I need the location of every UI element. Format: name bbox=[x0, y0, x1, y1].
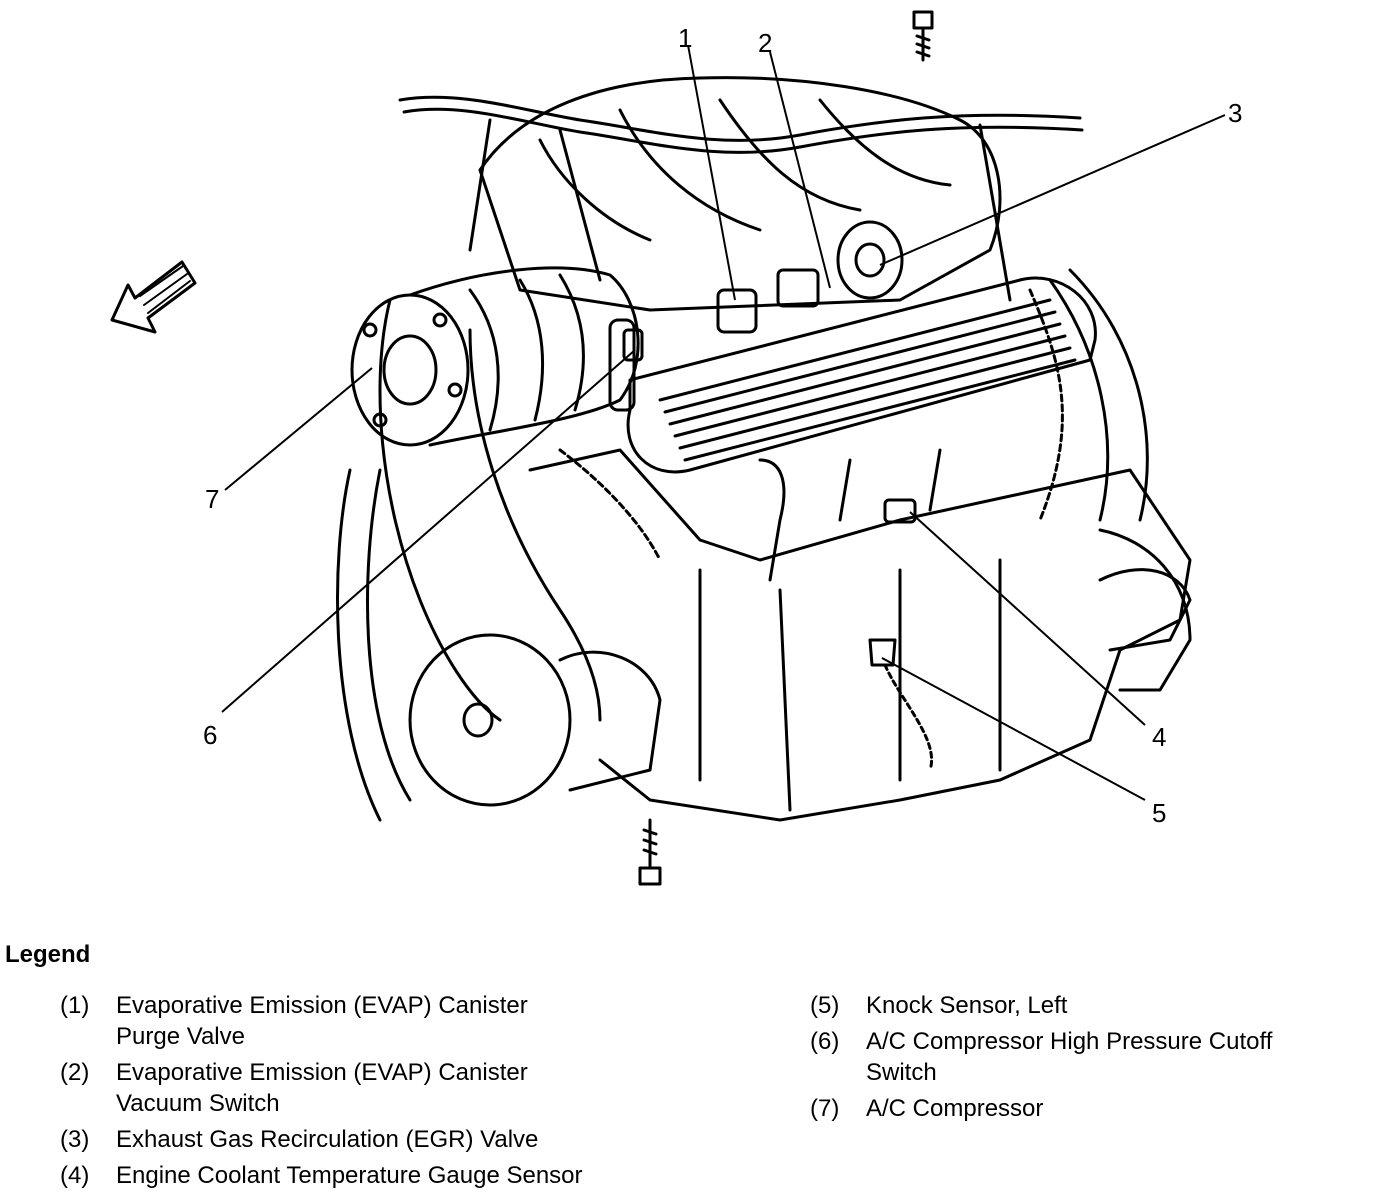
legend-item-number: (4) bbox=[60, 1162, 90, 1189]
callout-3: 3 bbox=[1228, 98, 1243, 128]
legend-item-text: A/C Compressor High Pressure Cutoff Swit… bbox=[866, 1028, 1273, 1086]
front-direction-arrow-icon bbox=[110, 260, 197, 334]
legend-column-right: (5) Knock Sensor, Left (6) A/C Compresso… bbox=[810, 990, 1380, 1129]
legend-item-text: Knock Sensor, Left bbox=[866, 992, 1068, 1019]
intake-manifold bbox=[478, 76, 1002, 312]
ac-compressor bbox=[350, 266, 640, 447]
legend-item: (5) Knock Sensor, Left bbox=[810, 990, 1380, 1021]
evap-purge-valve bbox=[716, 288, 758, 334]
callout-1: 1 bbox=[678, 23, 693, 53]
wiring-harness bbox=[398, 95, 1084, 302]
callout-6: 6 bbox=[203, 720, 218, 750]
legend-item-text: Evaporative Emission (EVAP) Canister Pur… bbox=[116, 992, 528, 1050]
lower-pulleys bbox=[336, 468, 662, 822]
exhaust-manifold bbox=[1098, 528, 1192, 692]
leader-lines bbox=[221, 44, 1226, 801]
callout-7: 7 bbox=[205, 484, 220, 514]
legend-item: (1) Evaporative Emission (EVAP) Canister… bbox=[60, 990, 760, 1052]
legend-item-number: (2) bbox=[60, 1059, 90, 1086]
legend-item: (3) Exhaust Gas Recirculation (EGR) Valv… bbox=[60, 1124, 760, 1155]
engine-diagram bbox=[110, 10, 1226, 886]
callout-5: 5 bbox=[1152, 798, 1167, 828]
legend-item-text: A/C Compressor bbox=[866, 1095, 1044, 1122]
callout-4: 4 bbox=[1152, 722, 1167, 752]
engine-block bbox=[528, 448, 1192, 822]
callout-2: 2 bbox=[758, 28, 773, 58]
legend-item-number: (1) bbox=[60, 992, 90, 1019]
legend-item-text: Evaporative Emission (EVAP) Canister Vac… bbox=[116, 1059, 528, 1117]
drive-belt bbox=[378, 298, 602, 722]
evap-vacuum-switch bbox=[776, 268, 820, 308]
bolt-bottom-icon bbox=[638, 818, 662, 886]
pressure-cutoff-switch bbox=[622, 328, 644, 362]
egr-valve bbox=[836, 220, 904, 300]
legend-item-number: (3) bbox=[60, 1126, 90, 1153]
legend-item-number: (5) bbox=[810, 992, 840, 1019]
legend-item: (7) A/C Compressor bbox=[810, 1093, 1380, 1124]
legend-item: (6) A/C Compressor High Pressure Cutoff … bbox=[810, 1026, 1380, 1088]
legend-column-left: (1) Evaporative Emission (EVAP) Canister… bbox=[60, 990, 760, 1196]
legend-item-text: Engine Coolant Temperature Gauge Sensor bbox=[116, 1162, 583, 1189]
legend-item-number: (7) bbox=[810, 1095, 840, 1122]
spark-plug-wires bbox=[558, 268, 1149, 562]
bolt-top-icon bbox=[912, 10, 934, 62]
legend-title: Legend bbox=[5, 941, 91, 968]
legend-item-number: (6) bbox=[810, 1028, 840, 1055]
legend-item: (4) Engine Coolant Temperature Gauge Sen… bbox=[60, 1160, 760, 1191]
legend-item-text: Exhaust Gas Recirculation (EGR) Valve bbox=[116, 1126, 539, 1153]
coolant-temperature-sensor bbox=[883, 498, 917, 524]
legend-item: (2) Evaporative Emission (EVAP) Canister… bbox=[60, 1057, 760, 1119]
